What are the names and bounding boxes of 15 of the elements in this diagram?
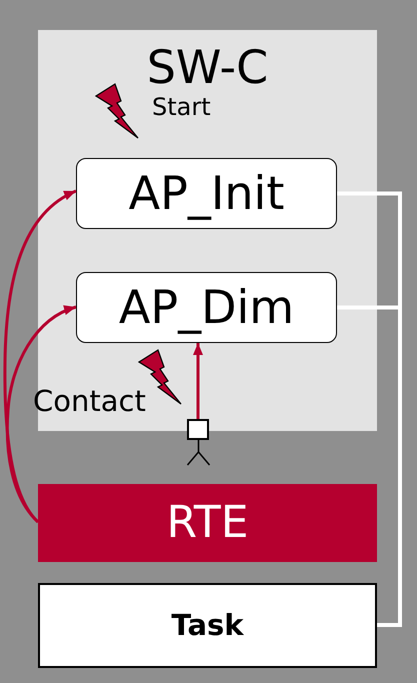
event-label: Contact xyxy=(33,384,146,419)
rte-band xyxy=(38,484,377,562)
task-box xyxy=(38,583,377,668)
runnable-label: AP_Dim xyxy=(118,278,294,336)
band-label: RTE xyxy=(166,496,249,550)
runnable-label: AP_Init xyxy=(128,164,284,222)
task-label: Task xyxy=(171,608,244,643)
port-square xyxy=(187,419,209,440)
container-title: SW-C xyxy=(146,40,268,96)
runnable-box xyxy=(76,272,337,343)
connector-line xyxy=(337,306,402,627)
runnable-box xyxy=(76,158,337,229)
arrow xyxy=(6,306,76,524)
arrow xyxy=(193,343,203,419)
event-label: Start xyxy=(152,93,211,122)
